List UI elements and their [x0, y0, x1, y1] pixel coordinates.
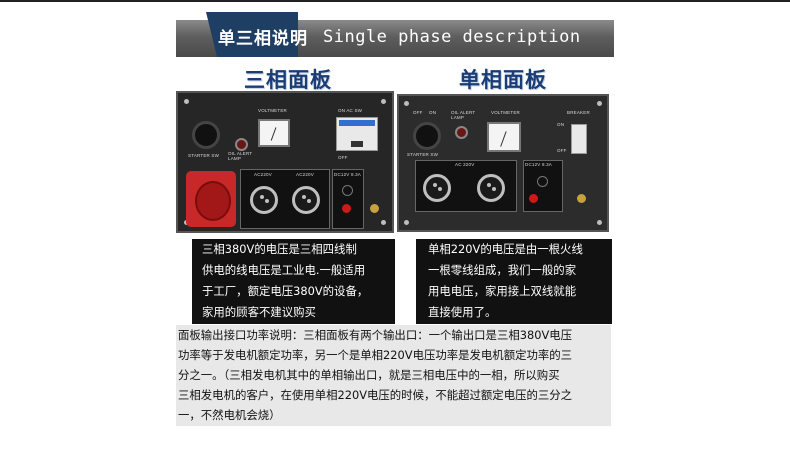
three-phase-red-socket-icon	[186, 171, 236, 227]
banner-tab	[206, 12, 298, 57]
dc-terminal-black-icon	[537, 176, 548, 187]
starter-switch-icon	[192, 121, 220, 149]
ac220-label-2: AC220V	[296, 172, 314, 177]
breaker-switch-icon	[336, 117, 378, 151]
power-output-explanation: 面板输出接口功率说明：三相面板有两个输出口：一个输出口是三相380V电压 功率等…	[176, 325, 611, 426]
banner-title-cn: 单三相说明	[218, 29, 308, 49]
starter-label: STARTER SW	[407, 152, 439, 157]
header-banner: 单三相说明 Single phase description	[176, 12, 614, 57]
ground-terminal-icon	[370, 204, 379, 213]
ac-label: AC 220V	[455, 162, 475, 167]
description-line: 家用的顾客不建议购买	[202, 305, 316, 319]
ac220-label-1: AC220V	[254, 172, 272, 177]
voltmeter-label: VOLTMETER	[491, 110, 520, 115]
description-line: 于工厂，额定电压380V的设备，	[202, 284, 369, 298]
body-line: 一，不然电机会烧）	[178, 408, 281, 423]
breaker-switch-icon	[571, 124, 587, 154]
breaker-off-label: OFF	[557, 148, 567, 153]
off-label: OFF	[413, 110, 423, 115]
breaker-on-label: ON	[557, 122, 565, 127]
starter-switch-icon	[413, 122, 441, 150]
three-phase-description: 三相380V的电压是三相四线制 供电的线电压是工业电.一般适用 于工厂，额定电压…	[192, 239, 395, 324]
single-phase-description: 单相220V的电压是由一根火线 一根零线组成，我们一般的家 用电电压，家用接上双…	[416, 239, 612, 324]
description-line: 直接使用了。	[428, 305, 497, 319]
screw-icon	[404, 101, 409, 106]
single-phase-panel-title: 单相面板	[459, 68, 547, 92]
ac-outlet-icon	[477, 174, 505, 202]
voltmeter-gauge-icon	[487, 122, 521, 152]
description-line: 供电的线电压是工业电.一般适用	[202, 263, 366, 277]
starter-label: STARTER SW	[188, 153, 220, 158]
screw-icon	[184, 99, 189, 104]
ac-switch-label: ON AC SW	[338, 108, 363, 113]
on-label: ON	[429, 110, 437, 115]
voltmeter-label: VOLTMETER	[258, 108, 287, 113]
oil-alert-label: OIL ALERT LAMP	[451, 110, 476, 120]
description-line: 用电电压，家用接上双线就能	[428, 284, 577, 298]
breaker-label: BREAKER	[567, 110, 590, 115]
oil-alert-lamp-icon	[235, 138, 248, 151]
off-label: OFF	[338, 155, 348, 160]
screw-icon	[381, 220, 386, 225]
body-line: 三相发电机的客户，在使用单相220V电压的时候，不能超过额定电压的三分之	[178, 388, 573, 403]
single-phase-panel-image: OFF ON STARTER SW OIL ALERT LAMP VOLTMET…	[397, 94, 609, 232]
three-phase-panel-image: STARTER SW OIL ALERT LAMP VOLTMETER ON A…	[176, 91, 394, 233]
dc-outlet-box	[332, 169, 364, 229]
screw-icon	[597, 101, 602, 106]
dc-label: DC12V 8.3A	[334, 172, 362, 177]
ac-outlet-icon	[292, 186, 320, 214]
top-divider-line	[0, 0, 790, 2]
body-line: 面板输出接口功率说明：三相面板有两个输出口：一个输出口是三相380V电压	[178, 328, 573, 342]
dc-terminal-red-icon	[529, 194, 538, 203]
body-line: 功率等于发电机额定功率，另一个是单相220V电压功率是发电机额定功率的三	[178, 348, 573, 363]
screw-icon	[381, 99, 386, 104]
ac-outlet-icon	[423, 174, 451, 202]
dc-terminal-red-icon	[342, 204, 351, 213]
screw-icon	[597, 220, 602, 225]
ground-terminal-icon	[577, 194, 586, 203]
body-line: 分之一。（三相发电机其中的单相输出口，就是三相电压中的一相，所以购买	[178, 368, 560, 383]
voltmeter-gauge-icon	[258, 119, 290, 147]
screw-icon	[404, 220, 409, 225]
ac-outlet-icon	[250, 186, 278, 214]
oil-alert-label: OIL ALERT LAMP	[228, 151, 253, 161]
oil-alert-lamp-icon	[455, 126, 468, 139]
description-line: 单相220V的电压是由一根火线	[428, 242, 583, 256]
three-phase-panel-title: 三相面板	[244, 68, 332, 92]
description-line: 三相380V的电压是三相四线制	[202, 242, 357, 256]
description-line: 一根零线组成，我们一般的家	[428, 263, 577, 277]
dc-label: DC12V 8.3A	[525, 162, 553, 167]
banner-title-en: Single phase description	[323, 27, 581, 47]
dc-terminal-black-icon	[342, 185, 353, 196]
